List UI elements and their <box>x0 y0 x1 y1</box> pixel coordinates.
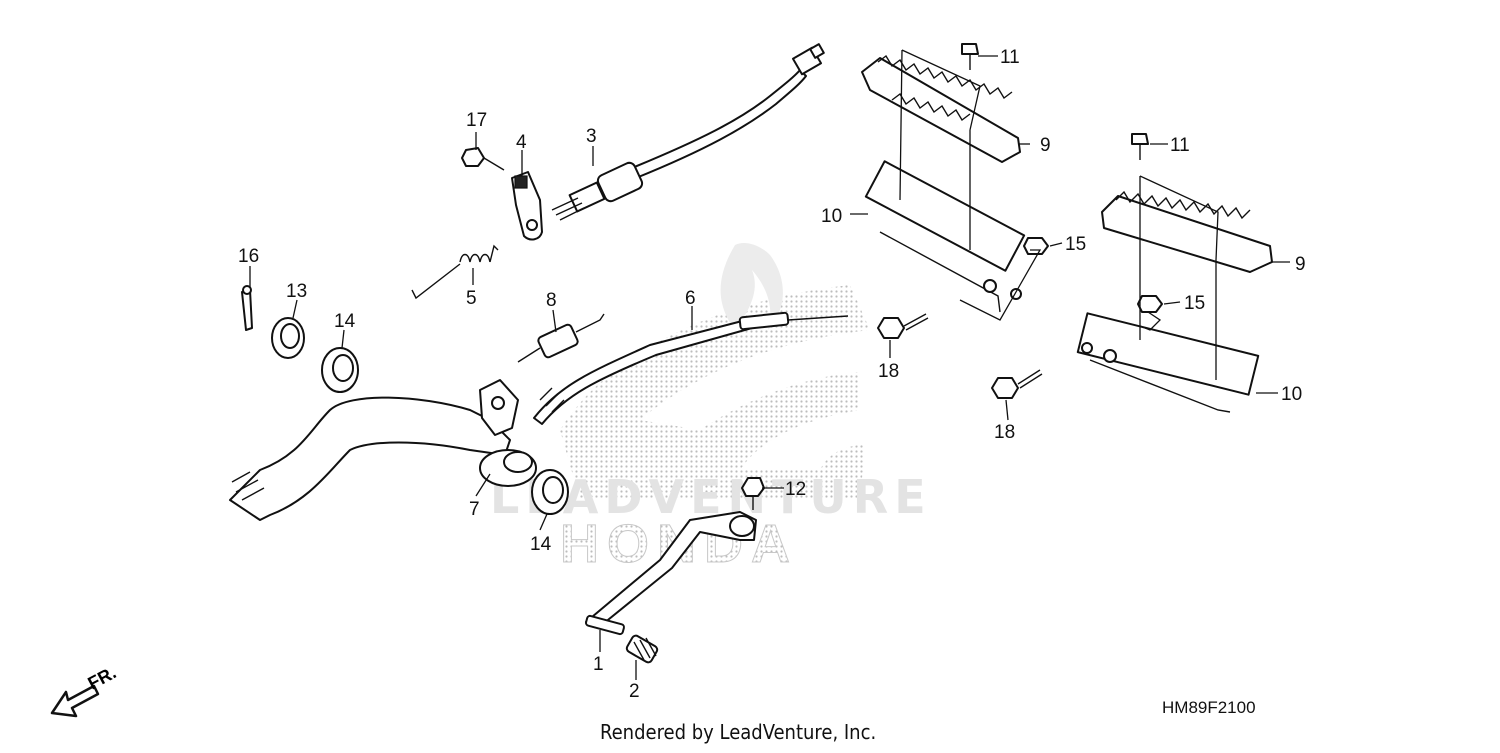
callout-18-upper: 18 <box>878 361 899 382</box>
callout-2: 2 <box>629 681 640 702</box>
callout-14-upper: 14 <box>334 311 356 332</box>
part-3-stop-switch <box>551 43 825 221</box>
callout-7: 7 <box>469 499 480 520</box>
leader-lines <box>249 49 1290 680</box>
part-7-brake-pedal <box>229 379 537 521</box>
callout-4: 4 <box>516 132 527 153</box>
callout-1: 1 <box>593 654 604 675</box>
callout-17: 17 <box>466 110 487 131</box>
callout-13: 13 <box>286 281 307 302</box>
front-direction-indicator: FR. <box>50 662 119 718</box>
part-11-bolt-lower <box>1131 133 1149 160</box>
part-1-arm <box>585 511 757 636</box>
part-15-nut-upper <box>1023 237 1049 255</box>
render-credit: Rendered by LeadVenture, Inc. <box>600 720 876 744</box>
part-6-brake-rod <box>533 311 849 425</box>
front-arrow-icon <box>50 684 100 718</box>
callout-11-upper: 11 <box>1000 47 1020 68</box>
callout-14-lower: 14 <box>530 534 552 555</box>
watermark-flame <box>720 243 783 330</box>
part-17-bolt <box>461 147 505 171</box>
callout-9-lower: 9 <box>1295 254 1306 275</box>
part-15-nut-lower <box>1137 295 1163 313</box>
part-11-bolt-upper <box>961 43 979 70</box>
part-14-seal-lower <box>531 469 569 515</box>
part-18-bolt-lower <box>991 369 1043 399</box>
part-12-bolt <box>741 477 765 510</box>
part-13-washer <box>271 317 305 359</box>
part-18-bolt-upper <box>877 313 929 339</box>
callout-10-upper: 10 <box>821 206 842 227</box>
callout-15-lower: 15 <box>1184 293 1205 314</box>
part-8-spring <box>517 313 605 363</box>
part-16-cotter-pin <box>241 285 253 331</box>
callout-16: 16 <box>238 246 259 267</box>
footpeg-upper <box>861 54 1026 313</box>
callout-18-lower: 18 <box>994 422 1015 443</box>
part-4-switch-stay <box>511 171 543 241</box>
part-2-rubber <box>625 634 659 664</box>
callout-3: 3 <box>586 126 597 147</box>
footpeg-lower <box>1076 190 1273 413</box>
callout-9-upper: 9 <box>1040 135 1051 156</box>
callout-11-lower: 11 <box>1170 135 1190 156</box>
part-5-spring <box>411 244 499 300</box>
callout-15-upper: 15 <box>1065 234 1086 255</box>
callout-6: 6 <box>685 288 696 309</box>
diagram-part-code: HM89F2100 <box>1162 698 1256 717</box>
part-14-seal-upper <box>321 347 359 393</box>
callout-12: 12 <box>785 479 806 500</box>
watermark-wing <box>560 285 870 500</box>
callouts: 17 4 3 16 13 14 5 8 6 7 14 1 2 12 11 9 1… <box>238 47 1306 702</box>
callout-10-lower: 10 <box>1281 384 1302 405</box>
callout-5: 5 <box>466 288 477 309</box>
callout-8: 8 <box>546 290 557 311</box>
